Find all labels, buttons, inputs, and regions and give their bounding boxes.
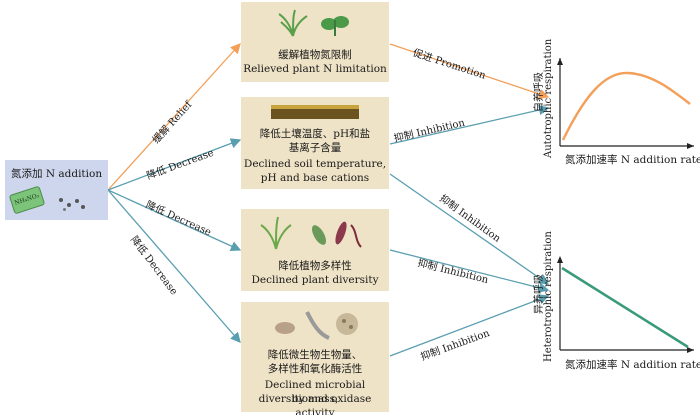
hetero-xlabel: 氮添加速率 N addition rate — [565, 359, 700, 371]
leaves-icon — [307, 217, 365, 255]
granules-icon — [57, 196, 87, 212]
leaf-plant-icon — [319, 10, 351, 42]
box2-zh1: 降低土壤温度、pH和盐 — [259, 128, 371, 140]
auto-curve — [561, 71, 691, 141]
decrease-arrow-plant — [107, 189, 242, 251]
decrease-arrow-soil — [107, 138, 242, 191]
microbes-icon — [271, 308, 361, 346]
box4-en1: Declined microbial biomass, — [264, 379, 366, 405]
box-microbial: 降低微生物生物量、 多样性和氧化酶活性 Declined microbial b… — [241, 302, 389, 415]
promotion-arrow — [389, 43, 550, 100]
box2-en2: pH and base cations — [260, 172, 370, 184]
auto-xlabel: 氮添加速率 N addition rate — [565, 154, 700, 166]
box-plant-n-limitation: 缓解植物氮限制 Relieved plant N limitation — [241, 2, 389, 82]
relief-arrow — [107, 43, 241, 191]
n-addition-box: 氮添加 N addition NH₄NO₃ — [5, 160, 108, 220]
box4-zh1: 降低微生物生物量、 — [267, 349, 363, 361]
box3-en: Declined plant diversity — [251, 274, 379, 286]
inhibition-arrow-soil-auto — [389, 104, 550, 145]
box4-zh2: 多样性和氧化酶活性 — [267, 363, 363, 375]
n-addition-title: 氮添加 N addition — [11, 168, 103, 180]
box1-zh: 缓解植物氮限制 — [278, 49, 352, 61]
fertilizer-bag-icon: NH₄NO₃ — [8, 185, 46, 215]
box2-zh2: 基离子含量 — [288, 142, 342, 154]
box3-zh: 降低植物多样性 — [278, 260, 352, 272]
auto-ylabel-en: Autotrophic respiration — [543, 38, 554, 158]
box4-en2: diversity and oxidase activity — [258, 393, 372, 415]
grass-icon-2 — [259, 215, 293, 255]
box2-en1: Declined soil temperature, — [243, 158, 387, 170]
soil-layer-icon — [271, 105, 359, 119]
decrease-arrow-microbe — [107, 189, 241, 343]
box-soil: 降低土壤温度、pH和盐 基离子含量 Declined soil temperat… — [241, 97, 389, 189]
hetero-line — [561, 266, 689, 349]
inhibition-arrow-microbe — [389, 294, 550, 357]
inhibition-arrow-soil-hetero — [389, 173, 550, 285]
box-plant-diversity: 降低植物多样性 Declined plant diversity — [241, 209, 389, 291]
hetero-ylabel-en: Heterotrophic respiration — [543, 231, 554, 362]
inhibition-arrow-plant — [389, 249, 550, 293]
box1-en: Relieved plant N limitation — [243, 63, 387, 75]
grass-icon — [277, 8, 309, 42]
